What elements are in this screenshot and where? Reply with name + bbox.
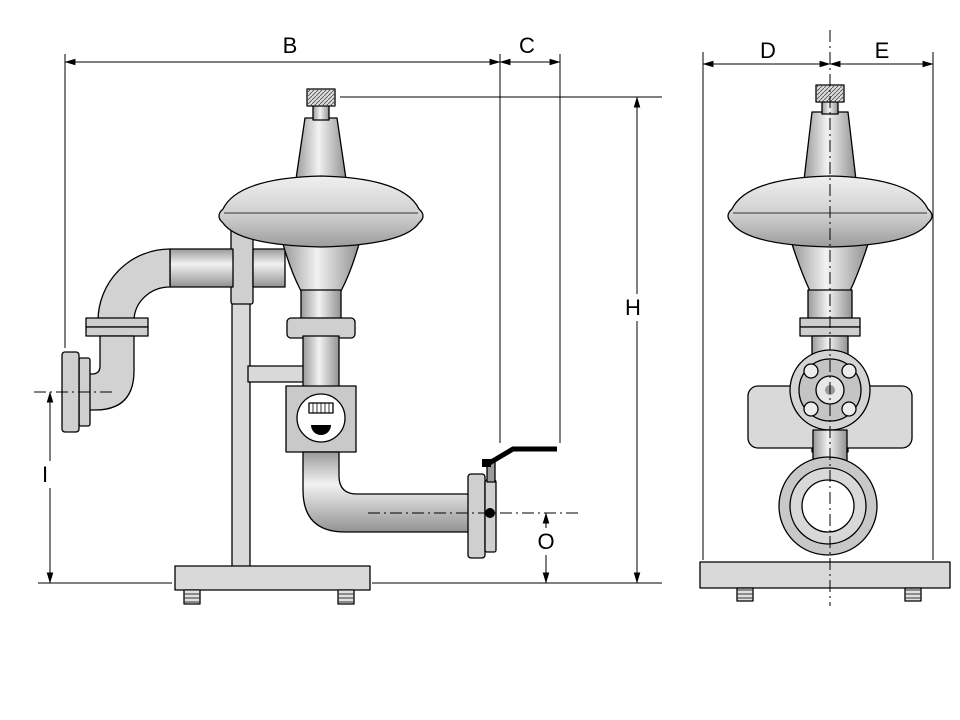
gauge-display-ticks: [312, 403, 330, 413]
diaphragm-dome: [218, 175, 424, 248]
dim-label-b: B: [283, 33, 298, 58]
actuator-bowl: [282, 243, 360, 292]
dim-label-e: E: [875, 38, 890, 63]
base-plate-front: [699, 561, 951, 589]
foot-bolt: [337, 589, 355, 605]
dimension-e: E: [829, 38, 934, 560]
dimension-h: H: [340, 96, 662, 584]
inlet-elbow-lower: [87, 335, 135, 411]
base-plate: [174, 565, 371, 591]
outlet-elbow: [302, 451, 471, 533]
stand-bracket: [247, 365, 307, 383]
gauge-needle-arc: [311, 425, 331, 435]
dimension-o: O: [533, 512, 559, 584]
dimension-b: B: [64, 33, 501, 443]
bolt-hole: [803, 363, 819, 379]
bolt-hole: [841, 401, 857, 417]
body-flange: [286, 317, 356, 339]
inlet-piping: [61, 227, 286, 433]
regulator-assembly: [218, 88, 424, 453]
foot-bolt: [183, 589, 201, 605]
inlet-elbow-upper: [97, 248, 171, 322]
upper-body: [300, 289, 342, 321]
inlet-horizontal-pipe: [169, 248, 234, 288]
inlet-mount-flange: [230, 227, 254, 305]
side-view: [34, 88, 580, 605]
dim-label-d: D: [760, 38, 776, 63]
dimension-d: D: [702, 38, 831, 560]
label-mask: [35, 461, 57, 488]
label-mask: [621, 294, 649, 321]
outlet-flange: [467, 473, 486, 559]
dim-label-i: I: [42, 462, 48, 487]
front-view: [699, 30, 951, 606]
bolt-hole: [841, 363, 857, 379]
actuator-neck: [295, 117, 347, 180]
dim-label-o: O: [537, 529, 554, 554]
dimension-i: I: [35, 391, 172, 584]
outlet-piping: [302, 446, 557, 559]
adjuster-cap: [306, 88, 336, 107]
inlet-stub-pipe: [252, 248, 286, 288]
dim-label-h: H: [625, 295, 641, 320]
bolt-hole: [803, 401, 819, 417]
siphon-ring: [778, 456, 878, 556]
pipe-flange-front-lower: [799, 326, 861, 337]
lower-body: [302, 335, 340, 389]
label-mask: [533, 528, 559, 555]
foot-bolt: [736, 587, 754, 602]
ball-valve-handle: [484, 446, 557, 468]
adjuster-cap-front: [815, 84, 845, 103]
pipe-joint-flange-upper: [85, 317, 149, 328]
stand-column: [231, 299, 251, 569]
gauge-box: [285, 385, 357, 453]
dim-label-c: C: [519, 33, 535, 58]
foot-bolt: [904, 587, 922, 602]
pipe-joint-flange-lower: [85, 326, 149, 337]
dimensions: B C H I O D: [35, 33, 934, 584]
dimension-c: C: [499, 33, 561, 443]
